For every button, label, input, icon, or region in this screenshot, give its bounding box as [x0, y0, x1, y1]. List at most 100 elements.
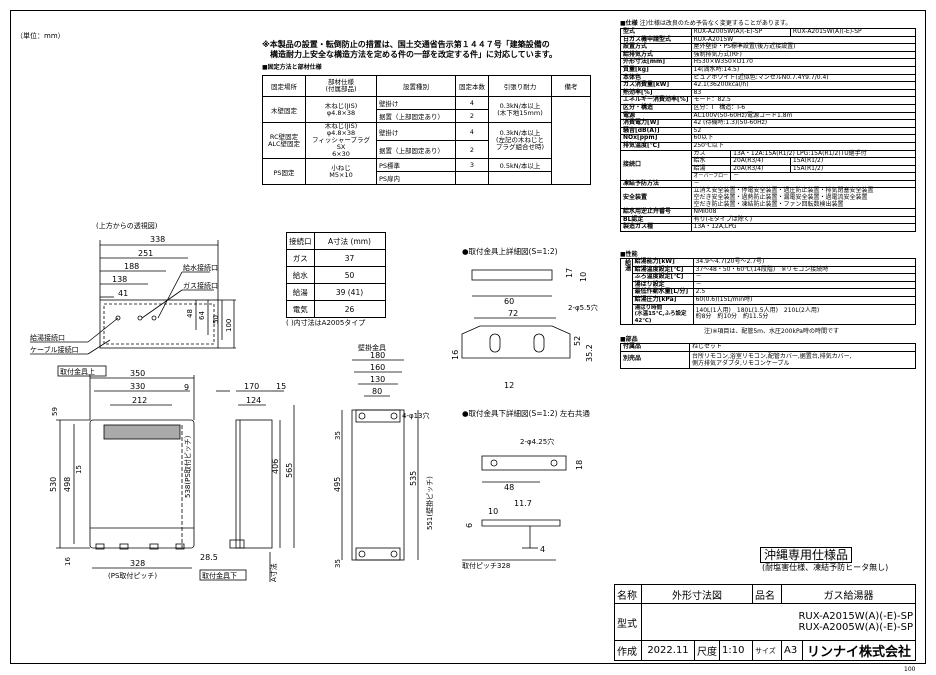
tb-name-label: 名称 — [614, 584, 642, 604]
dim-text: 338 — [150, 235, 165, 244]
dim-text: 530 — [49, 477, 58, 492]
lower-detail-elevation — [481, 519, 561, 527]
spec-title: ■仕様 — [620, 20, 638, 27]
dim-text: 212 — [132, 396, 147, 405]
dim-text: 535 — [409, 471, 418, 486]
upper-detail-plan — [471, 269, 553, 281]
perf-val: 140L(1人用) 180L(1.5人用) 210L(2人用) 約8分 約10分… — [692, 303, 917, 326]
dim-text: 565 — [285, 463, 294, 478]
page-number: 100 — [904, 666, 916, 673]
perf-note: 注)※項目は、配管5m、水圧200kPa時の時間です — [704, 328, 839, 335]
spec-row: 安全装置立消え安全装置・停電安全装置・過圧防止装置・排気閉塞安全装置 空だき安全… — [620, 187, 916, 210]
dim-text: 35 — [334, 559, 342, 568]
tb-scale: 1:10 — [719, 640, 753, 661]
dim-text: 15 — [276, 382, 286, 391]
spec-title-note: 注)仕様は改良のため予告なく変更することがあります。 — [639, 20, 792, 27]
dim-text: 41 — [118, 289, 128, 298]
parts-val: 台所リモコン,浴室リモコン,配管カバー,据置台,排気カバー, 側方排気アダプタ,… — [689, 350, 916, 369]
spec-title-row: ■仕様 注)仕様は改良のため予告なく変更することがあります。 — [620, 20, 791, 27]
fix-cell — [488, 171, 552, 185]
dim-text: 18 — [575, 460, 584, 470]
spec-val: 立消え安全装置・停電安全装置・過圧防止装置・排気閉塞安全装置 空だき安全装置・過… — [690, 187, 916, 210]
fix-cell: 小ねじ M5×10 — [305, 158, 377, 185]
dim-text: 180 — [370, 351, 385, 360]
dim-text: 64 — [198, 311, 206, 320]
hot-out-label: 給湯接続口 — [30, 333, 65, 342]
perf-row: 湯はり時間 (水温15℃,ふろ設定42℃)140L(1人用) 180L(1.5人… — [621, 303, 917, 326]
cable-in-label: ケーブル接続口 — [30, 345, 79, 354]
tb-model: RUX-A2005W(A)(-E)-SP — [798, 622, 913, 633]
dim-text: 52 — [573, 336, 582, 346]
parts-title: ■部品 — [620, 336, 638, 343]
dim-text: 16 — [451, 350, 460, 360]
dim-text: 9 — [184, 383, 189, 392]
dim-text: 188 — [124, 262, 139, 271]
dim-text: 48 — [186, 309, 194, 318]
top-view-inner — [103, 303, 215, 345]
lower-detail-plan — [481, 455, 567, 471]
dim-text: 138 — [112, 275, 127, 284]
unit-label: （単位：mm） — [16, 32, 65, 40]
conn-note: ( )内寸法はA2005タイプ — [286, 319, 366, 327]
conn-header: A寸法 (mm) — [313, 232, 386, 250]
sheet-border — [10, 10, 926, 664]
parts-key: 別売品 — [620, 350, 690, 369]
tb-size-label: サイズ — [752, 640, 782, 661]
title-block: 名称 外形寸法図 品名 ガス給湯器 型式 RUX-A2015W(A)(-E)-S… — [614, 584, 916, 661]
side-view-outline — [235, 419, 273, 549]
okinawa-box: 沖縄専用仕様品 — [760, 544, 853, 563]
tb-company: リンナイ株式会社 — [802, 640, 916, 661]
spec-table: 型式 RUX-A2005W(A)(-E)-SP RUX-A2015W(A)(-E… — [620, 28, 917, 233]
tb-models: RUX-A2015W(A)(-E)-SP RUX-A2005W(A)(-E)-S… — [641, 603, 916, 641]
fix-title: ■固定方法と部材仕様 — [262, 64, 322, 71]
dim-text: 11.7 — [514, 499, 532, 508]
dim-text: 4 — [540, 545, 545, 554]
fix-cell: PS扉内 — [376, 171, 456, 185]
tb-scale-label: 尺度 — [694, 640, 720, 661]
water-in-label: 給水接続口 — [183, 263, 218, 272]
conn-cell: 26 — [313, 300, 386, 318]
dim-text: 59 — [51, 407, 59, 416]
fix-cell: 木壁固定 — [262, 96, 306, 123]
dim-text: 350 — [130, 369, 145, 378]
upper-detail-caption: ●取付金具上詳細図(S=1:2) — [462, 246, 558, 256]
fix-table: 固定場所 部材仕様 (付属部品) 設置種別 固定本数 引張り耐力 備考 木壁固定… — [262, 75, 591, 185]
tb-product-label: 品名 — [752, 584, 782, 604]
dim-text: 16 — [64, 557, 72, 566]
fix-cell — [551, 96, 591, 185]
dim-text: 72 — [508, 309, 518, 318]
tb-product: ガス給湯器 — [781, 584, 916, 604]
dim-text: 100 — [225, 319, 233, 332]
parts-table: 付属品 ねじセット 別売品 台所リモコン,浴室リモコン,配管カバー,据置台,排気… — [620, 343, 916, 369]
gas-port-mark — [137, 315, 143, 321]
wall-bracket-label: 壁掛金具 — [358, 343, 386, 352]
ps-pitch-label: (PS取付ピッチ) — [108, 571, 157, 580]
dim-text: 80 — [372, 387, 382, 396]
top-view-outline — [99, 299, 219, 349]
tb-model: RUX-A2015W(A)(-E)-SP — [798, 611, 913, 622]
dim-text: 495 — [333, 477, 342, 492]
tb-date: 2022.11 — [641, 640, 695, 661]
water-port-mark — [151, 315, 157, 321]
dim-text: 17 — [565, 268, 574, 278]
top-view-caption: (上方からの透視図) — [96, 221, 158, 230]
wall-bracket-outline — [351, 409, 405, 561]
okinawa-sub: (耐塩害仕様、凍結予防ヒータ無し) — [762, 563, 889, 572]
dim-text: 10 — [579, 272, 588, 282]
dim-text: 35 — [334, 431, 342, 440]
pitch-h-label: 取付ピッチ328 — [462, 561, 510, 570]
ps-pitch-v-label: 538(PS取付ピッチ) — [183, 435, 192, 498]
fix-cell: PS固定 — [262, 158, 306, 185]
pitch-v-label: 551(壁掛ピッチ) — [425, 476, 434, 530]
dim-text: 170 — [244, 382, 259, 391]
dim-text: 130 — [370, 375, 385, 384]
dim-text: 328 — [130, 559, 145, 568]
upper-detail-elevation — [461, 325, 571, 359]
okinawa-title: 沖縄専用仕様品 — [760, 547, 853, 563]
spec-val: 13A・12A,LPG — [690, 223, 916, 233]
bracket-low-label: 取付金具下 — [202, 571, 237, 580]
dim-text: 12 — [504, 381, 514, 390]
dim-text: 28.5 — [200, 553, 218, 562]
